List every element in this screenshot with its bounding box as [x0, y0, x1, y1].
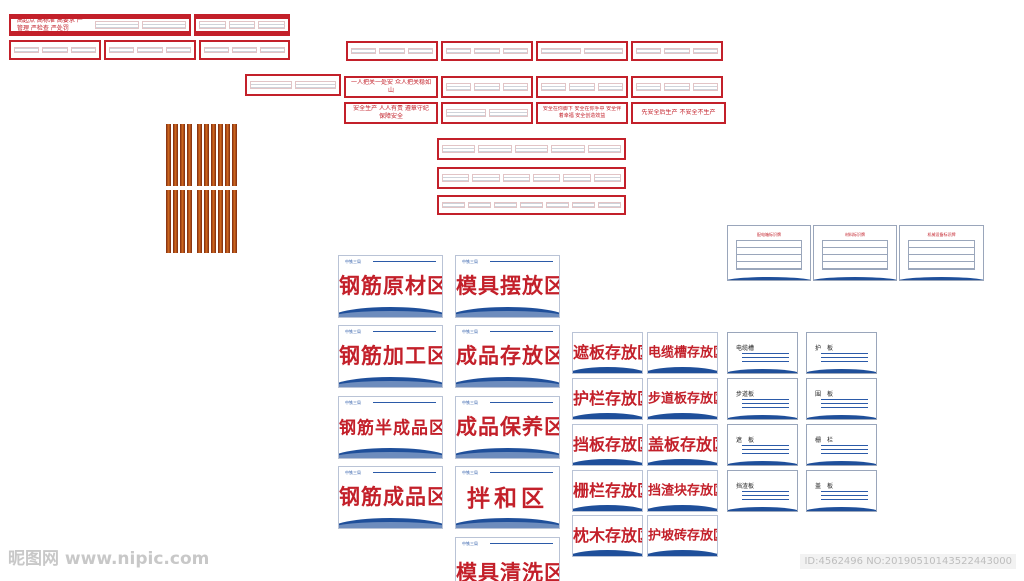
product-card-4: 围 板 [806, 378, 877, 420]
banner-board-left-b [104, 40, 196, 60]
area-sign-mold-cleaning: 中铁三局 模具清洗区 [455, 537, 560, 581]
area-sign-label: 钢筋成品区 [339, 485, 443, 510]
area-sign-label: 拌和区 [467, 486, 548, 513]
storage-sign-label: 挡板存放区 [573, 435, 642, 455]
storage-sign-label: 护坡砖存放区 [648, 528, 717, 544]
product-card-label: 栅 栏 [815, 437, 834, 444]
area-sign-label: 钢筋原材区 [339, 274, 443, 299]
banner-safety-slogan-1: 一人把关一处安 众人把关稳如山 [344, 76, 438, 98]
company-logo: 中铁三局 [345, 470, 361, 475]
banner-slogan-top-left: 高起点 高标准 高要求 严管理 严检查 严处罚 [9, 14, 191, 36]
area-sign-rebar-raw: 中铁三局 钢筋原材区 [338, 255, 443, 318]
company-logo: 中铁三局 [345, 400, 361, 405]
area-sign-mold-storage: 中铁三局 模具摆放区 [455, 255, 560, 318]
product-card-label: 挡渣板 [736, 483, 755, 490]
safety-slogan-2-text: 安全生产 人人有责 遵章守纪 保障安全 [353, 105, 429, 120]
site-watermark: 昵图网 www.nipic.com [8, 549, 210, 569]
company-logo: 中铁三局 [462, 400, 478, 405]
area-sign-product-curing: 中铁三局 成品保养区 [455, 396, 560, 459]
product-card-6: 栅 栏 [806, 424, 877, 466]
storage-sign-9: 枕木存放区 [572, 515, 643, 557]
storage-sign-4: 步道板存放区 [647, 378, 718, 420]
image-id-watermark: ID:4562496 NO:20190510143522443000 [800, 554, 1016, 569]
storage-sign-3: 护栏存放区 [572, 378, 643, 420]
area-sign-label: 成品保养区 [456, 415, 560, 440]
product-card-label: 遮 板 [736, 437, 755, 444]
product-card-8: 盖 板 [806, 470, 877, 512]
area-sign-label: 钢筋加工区 [339, 344, 443, 369]
company-logo: 中铁三局 [462, 329, 478, 334]
product-card-1: 电缆槽 [727, 332, 798, 374]
info-sheet-title: 配电箱标识牌 [757, 232, 781, 237]
product-card-label: 步道板 [736, 391, 755, 398]
banner-board-left-c [199, 40, 290, 60]
safety-slogan-1-text: 一人把关一处安 众人把关稳如山 [351, 79, 431, 94]
banner-board-left-a [9, 40, 101, 60]
banner-board-mid-b [441, 41, 533, 61]
storage-sign-1: 遮板存放区 [572, 332, 643, 374]
area-sign-label: 钢筋半成品区 [339, 418, 443, 439]
banner-board-mid-d [631, 41, 723, 61]
storage-sign-label: 栅栏存放区 [573, 481, 642, 501]
storage-sign-8: 挡渣块存放区 [647, 470, 718, 512]
company-logo: 中铁三局 [462, 470, 478, 475]
banner-center-3 [437, 195, 626, 215]
safety-slogan-3-text: 安全在你脚下 安全在你手中 安全伴着幸福 安全创造效益 [542, 106, 622, 119]
product-card-7: 挡渣板 [727, 470, 798, 512]
company-logo: 中铁三局 [462, 541, 478, 546]
storage-sign-6: 盖板存放区 [647, 424, 718, 466]
info-sheet-distribution-box: 配电箱标识牌 [727, 225, 811, 281]
company-logo: 中铁三局 [345, 329, 361, 334]
product-card-2: 护 板 [806, 332, 877, 374]
banner-safety-slogan-4: 先安全后生产 不安全不生产 [631, 102, 726, 124]
storage-sign-label: 枕木存放区 [573, 526, 642, 546]
area-sign-label: 成品存放区 [456, 344, 560, 369]
storage-sign-10: 护坡砖存放区 [647, 515, 718, 557]
storage-sign-label: 盖板存放区 [648, 435, 717, 455]
storage-sign-7: 栅栏存放区 [572, 470, 643, 512]
storage-sign-label: 护栏存放区 [573, 389, 642, 409]
company-logo: 中铁三局 [345, 259, 361, 264]
area-sign-mixing: 中铁三局 拌和区 [455, 466, 560, 529]
banner-board-mid-c [536, 41, 628, 61]
info-sheet-title: 机械设备标识牌 [927, 232, 956, 237]
product-card-label: 盖 板 [815, 483, 834, 490]
banner-board-mid-a [346, 41, 438, 61]
company-logo: 中铁三局 [462, 259, 478, 264]
banner-safety-slogan-2b [441, 102, 533, 124]
info-sheet-machinery: 机械设备标识牌 [899, 225, 984, 281]
product-card-label: 围 板 [815, 391, 834, 398]
storage-sign-2: 电缆槽存放区 [647, 332, 718, 374]
area-sign-label: 模具清洗区 [456, 561, 560, 581]
storage-sign-label: 遮板存放区 [573, 343, 642, 363]
area-sign-label: 模具摆放区 [456, 274, 560, 299]
storage-sign-label: 电缆槽存放区 [648, 345, 717, 361]
info-sheet-title: 材料标识牌 [845, 232, 865, 237]
product-card-5: 遮 板 [727, 424, 798, 466]
banner-photo-a [441, 76, 533, 98]
area-sign-rebar-finished: 中铁三局 钢筋成品区 [338, 466, 443, 529]
safety-slogan-4-text: 先安全后生产 不安全不生产 [641, 109, 716, 116]
area-sign-product-storage: 中铁三局 成品存放区 [455, 325, 560, 388]
product-card-label: 护 板 [815, 345, 834, 352]
info-sheet-material: 材料标识牌 [813, 225, 897, 281]
posts-group-left [166, 124, 242, 254]
banner-board-gray [245, 74, 341, 96]
banner-safety-slogan-3: 安全在你脚下 安全在你手中 安全伴着幸福 安全创造效益 [536, 102, 628, 124]
area-sign-rebar-semifinished: 中铁三局 钢筋半成品区 [338, 396, 443, 459]
product-card-3: 步道板 [727, 378, 798, 420]
product-card-label: 电缆槽 [736, 345, 755, 352]
storage-sign-label: 挡渣块存放区 [648, 483, 717, 499]
banner-photo-b [536, 76, 628, 98]
area-sign-rebar-processing: 中铁三局 钢筋加工区 [338, 325, 443, 388]
banner-center-2 [437, 167, 626, 189]
storage-sign-label: 步道板存放区 [648, 391, 717, 407]
banner-photo-c [631, 76, 723, 98]
banner-top-left-2 [194, 14, 290, 36]
banner-safety-slogan-2: 安全生产 人人有责 遵章守纪 保障安全 [344, 102, 438, 124]
banner-center-1 [437, 138, 626, 160]
storage-sign-5: 挡板存放区 [572, 424, 643, 466]
banner-slogan-text: 高起点 高标准 高要求 严管理 严检查 严处罚 [17, 17, 83, 32]
